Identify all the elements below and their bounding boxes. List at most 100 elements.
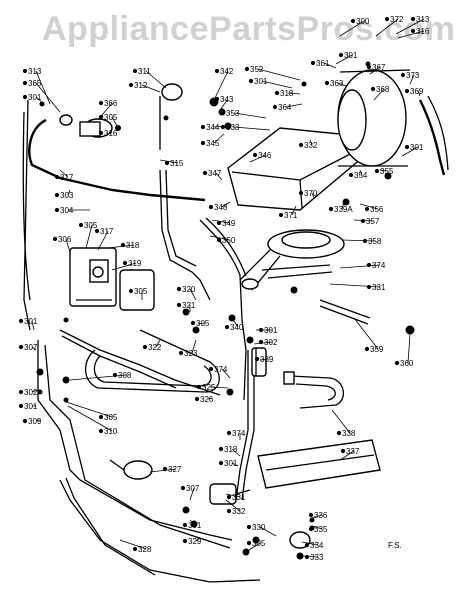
label-dot	[200, 140, 206, 146]
part-number-label: 301	[24, 402, 38, 411]
part-number-label: 350	[222, 236, 236, 245]
label-dot	[216, 237, 222, 243]
label-dot	[310, 60, 316, 66]
label-dot	[394, 360, 400, 366]
part-number-label: 322	[148, 343, 162, 352]
label-dot	[324, 80, 330, 86]
leader-line	[311, 514, 323, 519]
leader-line	[35, 82, 61, 113]
label-dot	[218, 460, 224, 466]
leader-line	[221, 201, 231, 208]
leader-line	[35, 419, 41, 422]
leader-line	[85, 224, 93, 249]
part-number-label: 305	[134, 287, 148, 296]
part-number-label: 374	[372, 261, 386, 270]
leader-line	[111, 116, 119, 129]
part-number-label: 331	[232, 493, 246, 502]
part-number-label: 305	[196, 319, 210, 328]
part-number-label: 307	[24, 343, 38, 352]
part-number-label: 336	[314, 511, 328, 520]
label-dot	[180, 485, 186, 491]
part-number-label: 367	[372, 63, 386, 72]
part-number-label: 326	[200, 395, 214, 404]
leader-line	[189, 288, 197, 301]
leader-line	[159, 159, 179, 164]
part-number-label: 364	[278, 103, 292, 112]
leader-line	[141, 84, 161, 93]
leader-line	[225, 499, 241, 512]
initials: F.S.	[388, 541, 402, 550]
leader-line	[35, 96, 45, 105]
part-number-label: 340	[230, 323, 244, 332]
leader-line	[213, 70, 229, 101]
part-number-label: 318	[224, 445, 238, 454]
drum-368	[337, 69, 411, 167]
leader-line	[149, 468, 177, 473]
leader-line	[339, 20, 365, 37]
leader-line	[373, 88, 385, 101]
part-number-label: 333	[226, 123, 240, 132]
leader-line	[215, 172, 223, 181]
leader-line	[209, 386, 229, 389]
part-number-label: 325	[202, 383, 216, 392]
leader-line	[119, 539, 147, 550]
leader-line	[65, 401, 113, 418]
part-number-label: 317	[60, 173, 74, 182]
leader-line	[221, 368, 231, 379]
part-number-label: 337	[346, 447, 360, 456]
part-number-label: 301	[24, 317, 38, 326]
label-dot	[374, 168, 380, 174]
tube-369	[418, 95, 449, 176]
part-number-label: 366	[104, 99, 118, 108]
part-number-label: 318	[126, 241, 140, 250]
leader-line	[359, 203, 379, 210]
label-dot	[194, 396, 200, 402]
label-dot	[18, 389, 24, 395]
part-number-label: 315	[170, 159, 184, 168]
leader-line	[189, 519, 197, 526]
leader-line	[401, 146, 419, 157]
leader-line	[309, 139, 313, 146]
part-number-label: 301	[254, 77, 268, 86]
label-dot	[224, 324, 230, 330]
leader-line	[323, 62, 337, 69]
leader-line	[35, 70, 51, 105]
part-number-label: 344	[206, 123, 220, 132]
label-dot	[246, 540, 252, 546]
part-number-label: 370	[304, 189, 318, 198]
label-dot	[366, 262, 372, 268]
leader-line	[231, 462, 239, 467]
label-dot	[252, 152, 258, 158]
part-number-label: 374	[214, 365, 228, 374]
leader-line	[359, 169, 363, 176]
leader-line	[287, 92, 301, 95]
label-dot	[22, 94, 28, 100]
leader-line	[407, 333, 411, 364]
part-number-label: 372	[390, 15, 404, 24]
label-dot	[258, 339, 264, 345]
leader-line	[311, 192, 315, 199]
part-number-label: 313	[416, 15, 430, 24]
part-number-label: 317	[100, 227, 114, 236]
part-number-label: 363	[330, 79, 344, 88]
part-number-label: 348	[214, 203, 228, 212]
label-dot	[254, 356, 260, 362]
label-dot	[22, 80, 28, 86]
label-dot	[400, 72, 406, 78]
label-dot	[18, 344, 24, 350]
part-number-label: 339	[260, 355, 274, 364]
leader-line	[395, 18, 425, 35]
label-dot	[54, 174, 60, 180]
label-dot	[246, 524, 252, 530]
gas-tubing	[22, 99, 261, 583]
part-number-label: 355	[380, 167, 394, 176]
label-dot	[298, 142, 304, 148]
leader-line	[111, 262, 137, 271]
label-dot	[298, 190, 304, 196]
part-number-label: 331	[372, 283, 386, 292]
part-number-label: 309	[28, 417, 42, 426]
label-dot	[220, 110, 226, 116]
part-number-label: 338	[342, 429, 356, 438]
leader-line	[233, 112, 267, 119]
part-number-label: 301	[28, 93, 42, 102]
